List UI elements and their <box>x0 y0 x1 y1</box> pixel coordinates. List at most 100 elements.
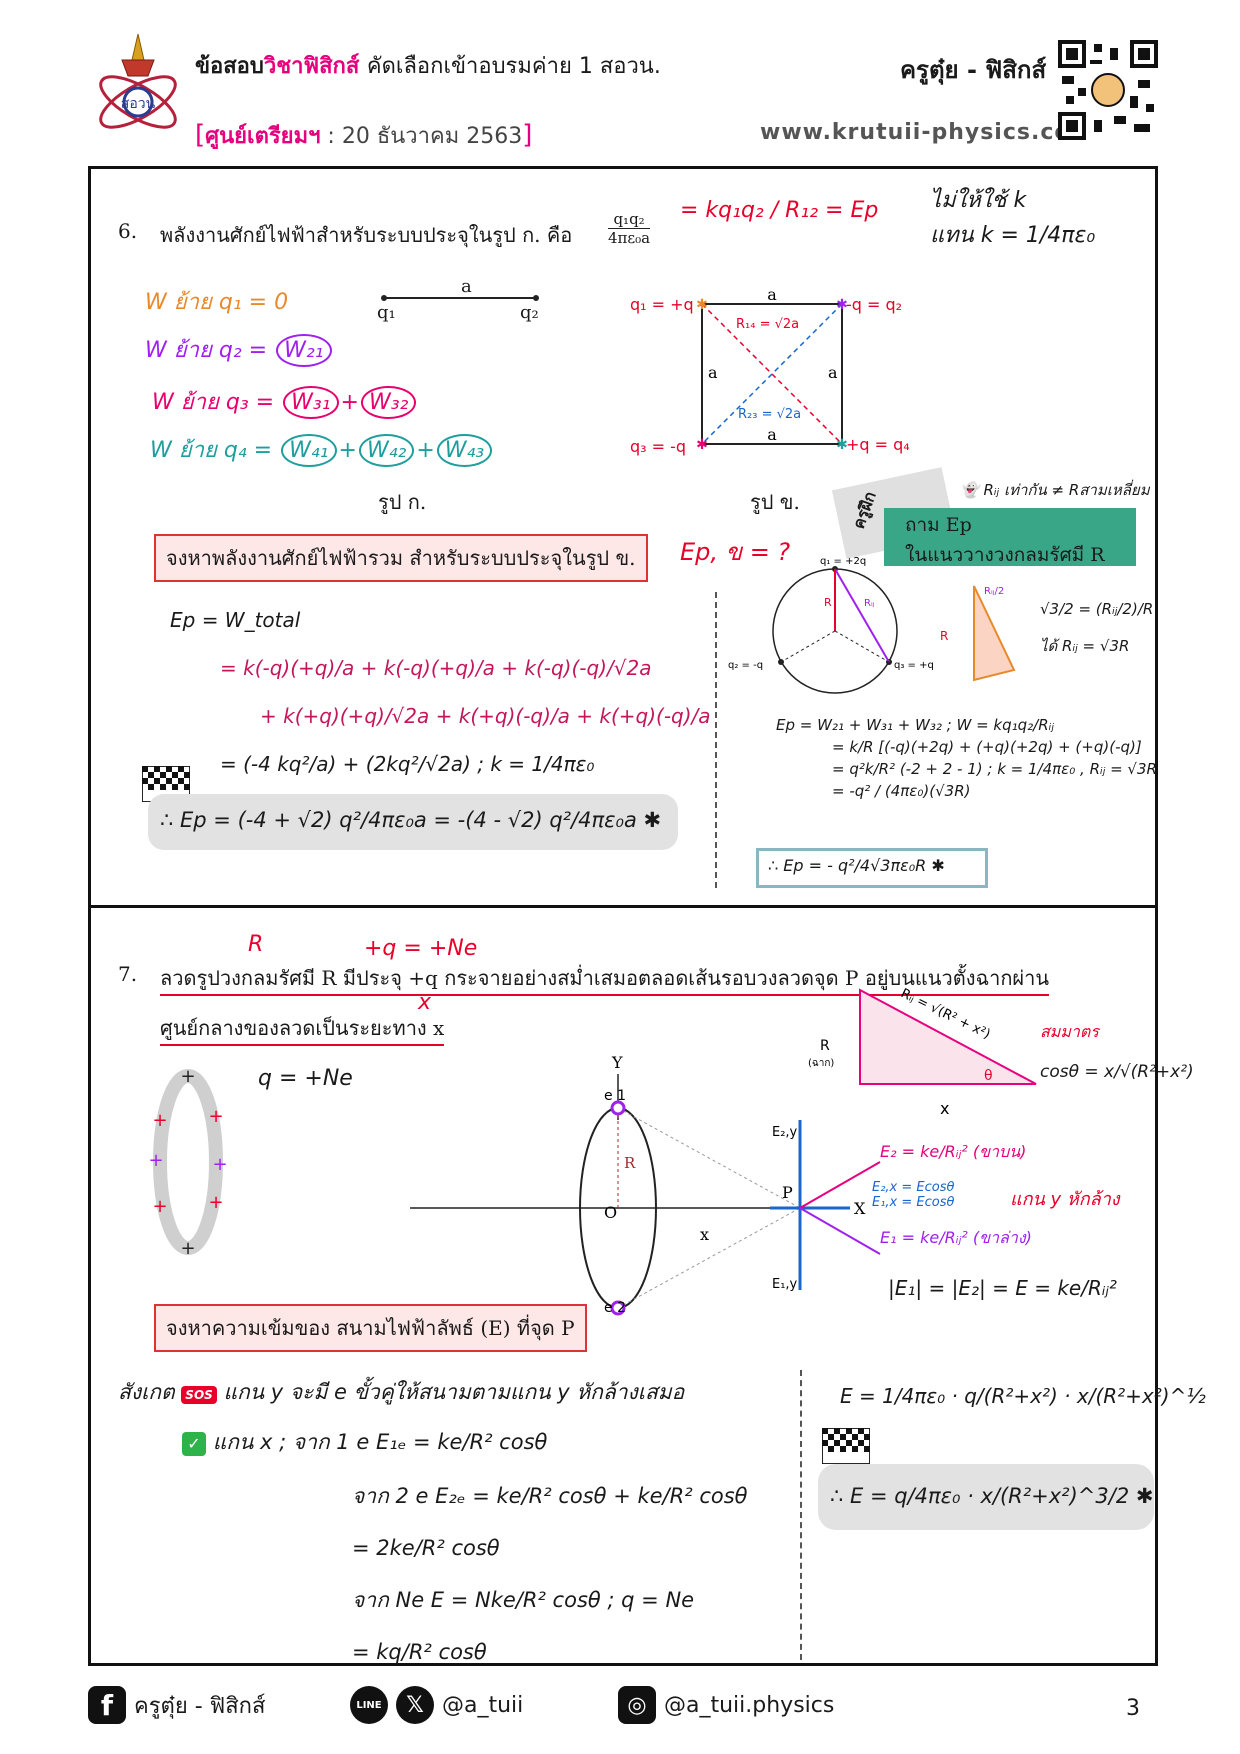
final-field-eq: E = 1/4πε₀ · q/(R²+x²) · x/(R²+x²)^½ <box>840 1384 1206 1408</box>
svg-text:R₁₄ = √2a: R₁₄ = √2a <box>736 317 799 332</box>
exam-title: ข้อสอบวิชาฟิสิกส์ คัดเลือกเข้าอบรมค่าย 1… <box>195 54 661 79</box>
dashed-separator <box>715 592 717 888</box>
svg-text:P: P <box>782 1183 793 1202</box>
q6-number: 6. <box>118 219 138 243</box>
school-logo: สอวน <box>99 33 177 129</box>
q6-ink-equation: = kq₁q₂ / R₁₂ = Ep <box>680 198 879 223</box>
author-name: ครูตุ๋ย - ฟิสิกส์ <box>900 56 1047 84</box>
facebook-icon: f <box>88 1686 126 1724</box>
dashed-separator <box>800 1370 802 1660</box>
svg-text:a: a <box>828 363 838 382</box>
figure-a-label: รูป ก. <box>378 490 427 514</box>
ring-field-figure: Y O R x P X e 1 e 2 E₂,y E₁,y <box>410 1053 881 1316</box>
q7-text-line-2: ศูนย์กลางของลวดเป็นระยะทาง x <box>160 1012 445 1046</box>
q7-ink-q: +q = +Ne <box>364 936 478 961</box>
qr-code-icon[interactable] <box>1058 40 1158 140</box>
svg-text:x: x <box>940 1099 949 1118</box>
q7-triangle: R (ฉาก) x θ Rᵢⱼ = √(R² + x²) <box>808 986 1037 1118</box>
svg-text:Rᵢⱼ/2: Rᵢⱼ/2 <box>984 586 1004 597</box>
svg-text:x: x <box>700 1225 709 1244</box>
svg-text:+: + <box>208 1192 223 1213</box>
svg-text:+: + <box>212 1154 226 1175</box>
triangle-figure: R Rᵢⱼ/2 <box>940 585 1016 682</box>
svg-text:e 1: e 1 <box>604 1088 626 1104</box>
svg-text:a: a <box>767 425 777 444</box>
svg-text:+: + <box>180 1238 195 1258</box>
svg-text:Y: Y <box>611 1053 623 1072</box>
q7-result: ∴ E = q/4πε₀ · x/(R²+x²)^3/2 ✱ <box>830 1484 1154 1508</box>
circle-charges-figure: q₁ = +2q q₂ = -q q₃ = +q R Rᵢⱼ <box>728 556 934 694</box>
q7-result-box <box>818 1464 1154 1530</box>
figure-a-line <box>381 295 539 301</box>
svg-text:X: X <box>854 1199 866 1218</box>
footer: f ครูตุ๋ย - ฟิสิกส์ LINE 𝕏 @a_tuii ◎ @a_… <box>88 1686 1158 1732</box>
figure-b-square: ✱ ✱ ✱ ✱ q₁ = +q -q = q₂ q₃ = -q +q = q₄ … <box>630 285 910 456</box>
observation-y: สังเกต SOS แกน y จะมี e ขั้วคู่ให้สนามตา… <box>118 1380 685 1404</box>
charged-ring-sketch: + + + + + + + + <box>150 1066 226 1258</box>
q7-number: 7. <box>118 962 138 986</box>
figure-a-q1: q₁ <box>377 302 396 323</box>
svg-text:+: + <box>180 1066 195 1087</box>
svg-text:q₂ = -q: q₂ = -q <box>728 660 763 671</box>
work-line-q1: W ย้าย q₁ = 0 <box>145 290 289 315</box>
extra-result: ∴ Ep = - q²/4√3πε₀R ✱ <box>768 856 945 875</box>
q6-result-box <box>148 794 678 850</box>
field-magnitude-eq: |E₁| = |E₂| = E = ke/Rᵢⱼ² <box>888 1276 1117 1300</box>
extra-question-banner <box>884 508 1136 566</box>
cos-theta-eq: cosθ = x/√(R²+x²) <box>1040 1062 1194 1082</box>
extra-result-box <box>756 848 988 888</box>
e1-label: E₁ = ke/Rᵢⱼ² (ขาล่าง) <box>880 1228 1032 1247</box>
instagram-link[interactable]: ◎ @a_tuii.physics <box>618 1686 834 1724</box>
line-x-link[interactable]: LINE 𝕏 @a_tuii <box>350 1686 523 1724</box>
figure-a-distance: a <box>461 276 472 297</box>
svg-text:+: + <box>152 1110 167 1131</box>
svg-text:+: + <box>208 1106 223 1127</box>
q7-charge-eq: q = +Ne <box>258 1066 353 1091</box>
svg-text:R: R <box>824 596 832 609</box>
svg-text:q₃ = +q: q₃ = +q <box>894 660 934 671</box>
q7-ink-x: x <box>418 990 432 1015</box>
ghost-note: 👻 Rᵢⱼ เท่ากัน ≠ Rสามเหลี่ยม <box>960 481 1150 499</box>
symmetry-note: สมมาตร <box>1040 1022 1099 1041</box>
website-url[interactable]: www.krutuii-physics.com <box>760 120 1095 145</box>
svg-text:+: + <box>152 1196 167 1217</box>
x-icon: 𝕏 <box>396 1686 434 1724</box>
q7-text-line-1: ลวดรูปวงกลมรัศมี R มีประจุ +q กระจายอย่า… <box>160 962 1050 996</box>
q7-ink-R: R <box>248 932 264 957</box>
extra-solution: Ep = W₂₁ + W₃₁ + W₃₂ ; W = kq₁q₂/Rᵢⱼ = k… <box>776 716 1157 800</box>
svg-text:✱: ✱ <box>836 437 848 453</box>
figure-b-label: รูป ข. <box>750 490 800 514</box>
svg-text:q₁ = +2q: q₁ = +2q <box>820 556 866 567</box>
work-line-q3: W ย้าย q₃ = W₃₁+W₃₂ <box>152 384 418 419</box>
q6-solution: Ep = W_total = k(-q)(+q)/a + k(-q)(+q)/a… <box>170 608 711 776</box>
observation-x: ✓ แกน x ; จาก 1 e E₁ₑ = ke/R² cosθ <box>182 1426 547 1459</box>
checkered-flag-icon <box>822 1428 870 1464</box>
svg-text:O: O <box>604 1203 617 1222</box>
svg-text:(ฉาก): (ฉาก) <box>808 1058 834 1069</box>
svg-text:e 2: e 2 <box>604 1300 626 1316</box>
facebook-link[interactable]: f ครูตุ๋ย - ฟิสิกส์ <box>88 1686 265 1724</box>
q6-text: พลังงานศักย์ไฟฟ้าสำหรับระบบประจุในรูป ก.… <box>160 223 573 247</box>
work-line-q4: W ย้าย q₄ = W₄₁+W₄₂+W₄₃ <box>150 432 494 467</box>
exam-center: [ศูนย์เตรียมฯ : 20 ธันวาคม 2563] <box>195 120 533 150</box>
svg-text:+q = q₄: +q = q₄ <box>846 435 910 454</box>
q6-result: ∴ Ep = (-4 + √2) q²/4πε₀a = -(4 - √2) q²… <box>160 808 662 832</box>
svg-text:Rᵢⱼ: Rᵢⱼ <box>864 598 875 609</box>
svg-text:R: R <box>624 1154 636 1172</box>
instagram-icon: ◎ <box>618 1686 656 1724</box>
svg-text:q₃ = -q: q₃ = -q <box>630 437 686 456</box>
svg-text:a: a <box>767 285 777 304</box>
svg-text:+: + <box>150 1150 164 1171</box>
svg-text:R: R <box>940 629 948 643</box>
svg-text:✱: ✱ <box>696 297 708 313</box>
q6-task-ink: Ep, ข = ? <box>680 538 791 566</box>
sos-icon: SOS <box>181 1386 217 1404</box>
content-frame <box>88 166 1158 1666</box>
svg-text:θ: θ <box>984 1068 993 1084</box>
q7-task-box: จงหาความเข้มของ สนามไฟฟ้าลัพธ์ (E) ที่จุ… <box>154 1304 587 1352</box>
svg-text:✱: ✱ <box>836 297 848 313</box>
